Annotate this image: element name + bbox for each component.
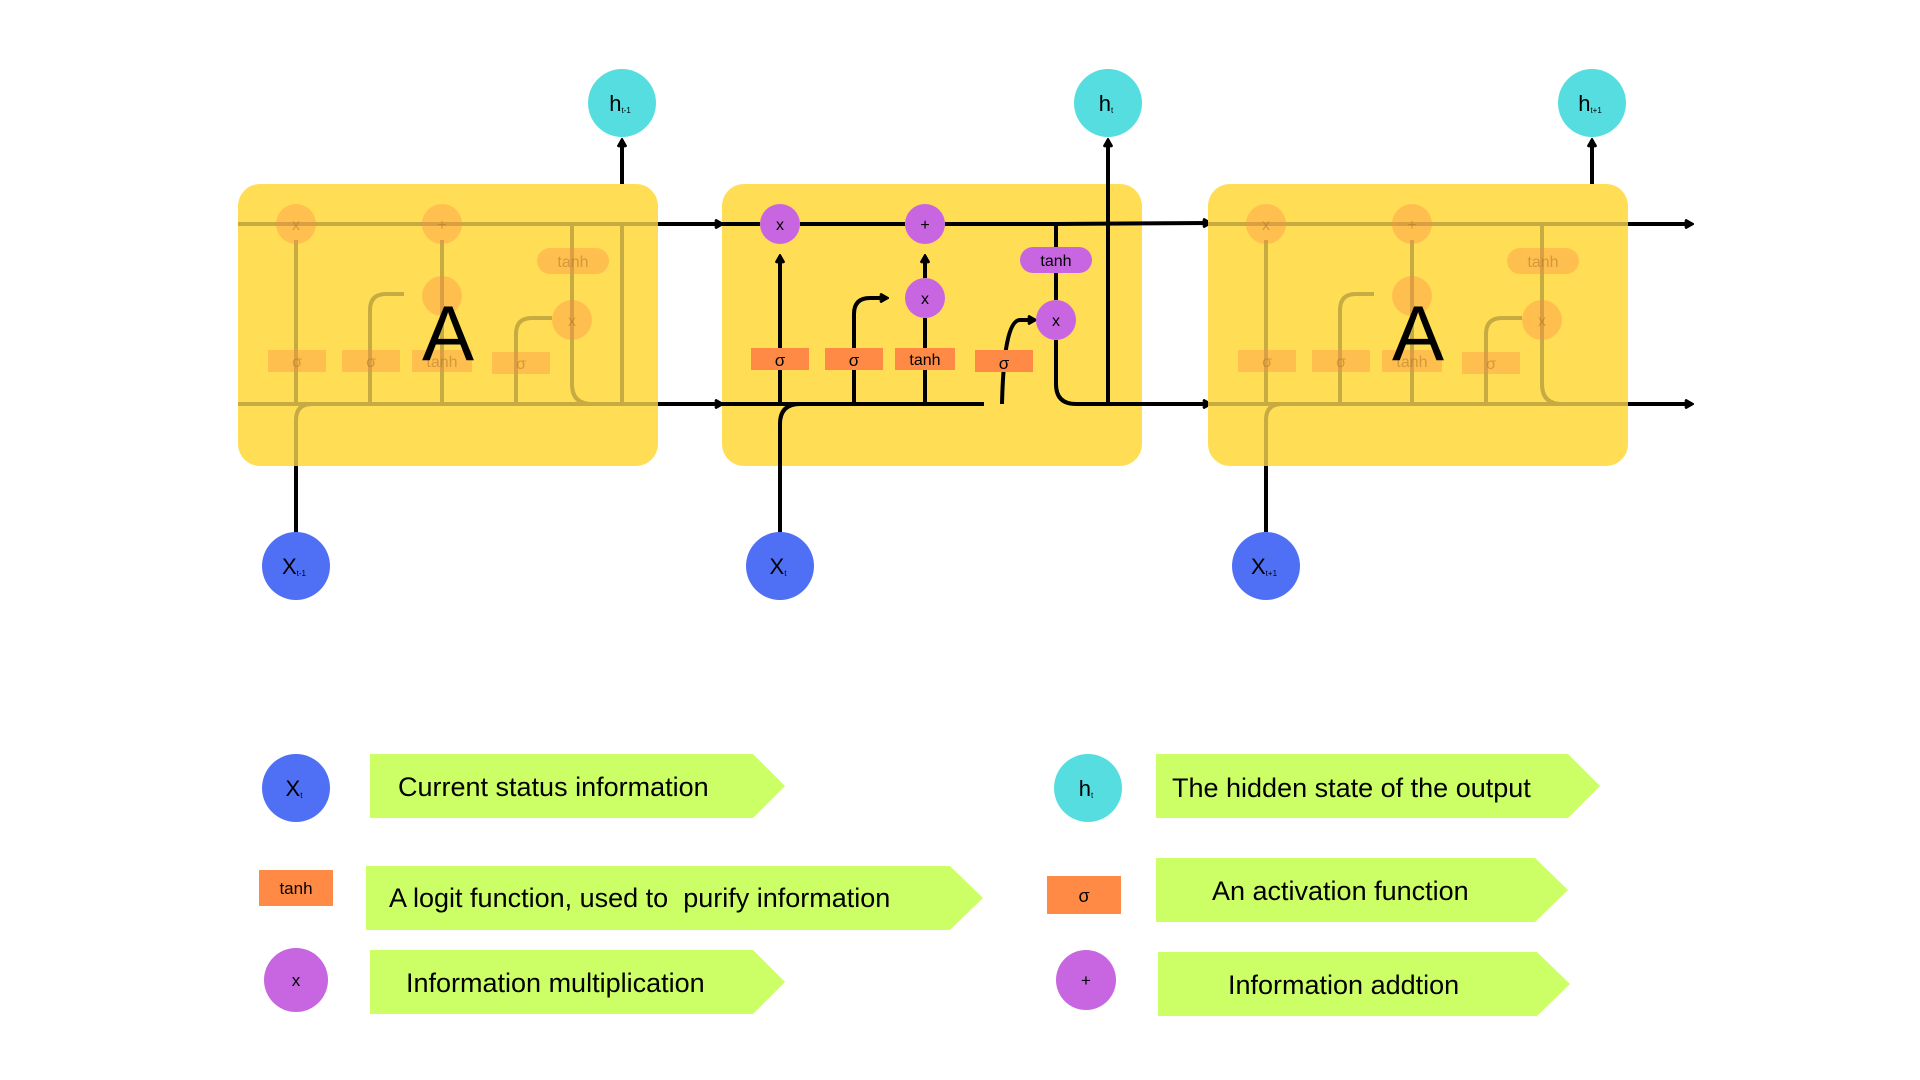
legend-input-text: Current status information — [398, 772, 709, 802]
legend-mult-symbol — [264, 948, 328, 1012]
legend-input-tag — [370, 754, 785, 818]
input-node-prev: Xt-1 — [262, 532, 330, 600]
svg-text:ht: ht — [1099, 91, 1114, 116]
cell-box-next — [1208, 184, 1628, 466]
output-node-prev: ht-1 — [588, 69, 656, 137]
cell-prev-faded-ops — [268, 204, 609, 374]
legend-tanh-tag — [366, 866, 983, 930]
svg-text:σ: σ — [849, 351, 860, 370]
legend-mult-tag — [370, 950, 785, 1014]
legend-tanh-text: A logit function, used to purify informa… — [389, 883, 890, 913]
svg-text:ht-1: ht-1 — [609, 91, 631, 116]
legend-item-add: + Information addtion — [1056, 950, 1570, 1016]
lstm-cell-next: x + x tanh σ σ tanh σ A Xt+1 ht+1 — [1208, 69, 1692, 600]
svg-text:+: + — [1407, 217, 1416, 234]
cell-prev-faded-op-labels: x + x tanh σ σ tanh σ — [292, 217, 589, 373]
svg-text:σ: σ — [1262, 354, 1272, 371]
cell-box-prev — [238, 184, 658, 466]
legend-add-tag — [1158, 952, 1570, 1016]
legend-input-symbol — [262, 754, 330, 822]
svg-text:σ: σ — [999, 354, 1010, 373]
svg-text:tanh: tanh — [909, 352, 940, 369]
output-node-current: ht — [1074, 69, 1142, 137]
tanh-op-cell-output: tanh — [1020, 247, 1092, 273]
legend-tanh-symbol — [259, 870, 333, 906]
svg-text:+: + — [1081, 971, 1091, 990]
legend-mult-text: Information multiplication — [406, 968, 705, 998]
legend-sigma-text: An activation function — [1212, 876, 1469, 906]
svg-text:x: x — [1052, 313, 1060, 330]
cell-current-wiring — [722, 140, 1210, 532]
legend-item-hidden: ht The hidden state of the output — [1054, 754, 1600, 822]
mult-op-output: x — [1036, 300, 1076, 340]
sigma-gate-output: σ — [975, 350, 1033, 373]
legend-add-symbol — [1056, 950, 1116, 1010]
svg-text:+: + — [920, 217, 929, 234]
svg-text:σ: σ — [775, 351, 786, 370]
cell-prev-faded-internals — [238, 222, 658, 466]
cell-next-faded-internals — [1208, 222, 1628, 466]
mult-op-input: x — [905, 278, 945, 318]
svg-text:+: + — [437, 217, 446, 234]
add-op-cell-state: + — [905, 204, 945, 244]
svg-text:tanh: tanh — [279, 879, 312, 898]
svg-text:x: x — [1262, 217, 1270, 234]
legend-hidden-symbol — [1054, 754, 1122, 822]
svg-text:tanh: tanh — [426, 354, 457, 371]
svg-text:ht+1: ht+1 — [1578, 91, 1602, 116]
svg-text:Xt: Xt — [770, 554, 788, 579]
svg-text:σ: σ — [1486, 356, 1496, 373]
legend-add-text: Information addtion — [1228, 970, 1459, 1000]
legend-hidden-tag — [1156, 754, 1600, 818]
svg-text:σ: σ — [292, 354, 302, 371]
mult-op-forget: x — [760, 204, 800, 244]
svg-text:σ: σ — [1336, 354, 1346, 371]
output-node-next: ht+1 — [1558, 69, 1626, 137]
cell-next-faded-op-labels: x + x tanh σ σ tanh σ — [1262, 217, 1559, 373]
svg-text:Xt-1: Xt-1 — [282, 554, 307, 579]
svg-text:Xt: Xt — [286, 776, 304, 801]
svg-text:tanh: tanh — [1396, 354, 1427, 371]
svg-text:x: x — [1538, 313, 1546, 330]
input-node-current: Xt — [746, 532, 814, 600]
lstm-cell-current: σ σ tanh σ x + x x — [722, 69, 1210, 600]
sigma-gate-input: σ — [825, 348, 883, 370]
svg-text:σ: σ — [366, 354, 376, 371]
svg-text:x: x — [292, 971, 301, 990]
svg-text:x: x — [568, 313, 576, 330]
cell-prev-title: A — [422, 289, 474, 377]
legend: Xt Current status information ht The hid… — [259, 754, 1600, 1016]
svg-text:tanh: tanh — [1040, 253, 1071, 270]
input-node-next: Xt+1 — [1232, 532, 1300, 600]
legend-item-sigma: σ An activation function — [1047, 858, 1568, 922]
cell-next-faded-ops — [1238, 204, 1579, 374]
legend-sigma-symbol — [1047, 876, 1121, 914]
svg-text:tanh: tanh — [557, 254, 588, 271]
svg-text:x: x — [776, 217, 784, 234]
svg-text:x: x — [292, 217, 300, 234]
tanh-gate-candidate: tanh — [895, 348, 955, 370]
legend-hidden-text: The hidden state of the output — [1172, 773, 1531, 803]
svg-text:x: x — [921, 291, 929, 308]
svg-text:σ: σ — [1078, 886, 1089, 906]
svg-text:tanh: tanh — [1527, 254, 1558, 271]
lstm-cell-prev: x + x tanh σ σ tanh σ A Xt-1 ht-1 — [238, 69, 658, 600]
svg-text:σ: σ — [516, 356, 526, 373]
legend-item-mult: x Information multiplication — [264, 948, 785, 1014]
svg-text:Xt+1: Xt+1 — [1251, 554, 1278, 579]
sigma-gate-forget: σ — [751, 348, 809, 370]
cell-next-title: A — [1392, 289, 1444, 377]
legend-sigma-tag — [1156, 858, 1568, 922]
legend-item-tanh: tanh A logit function, used to purify in… — [259, 866, 983, 930]
svg-text:ht: ht — [1079, 776, 1094, 801]
legend-item-input: Xt Current status information — [262, 754, 785, 822]
